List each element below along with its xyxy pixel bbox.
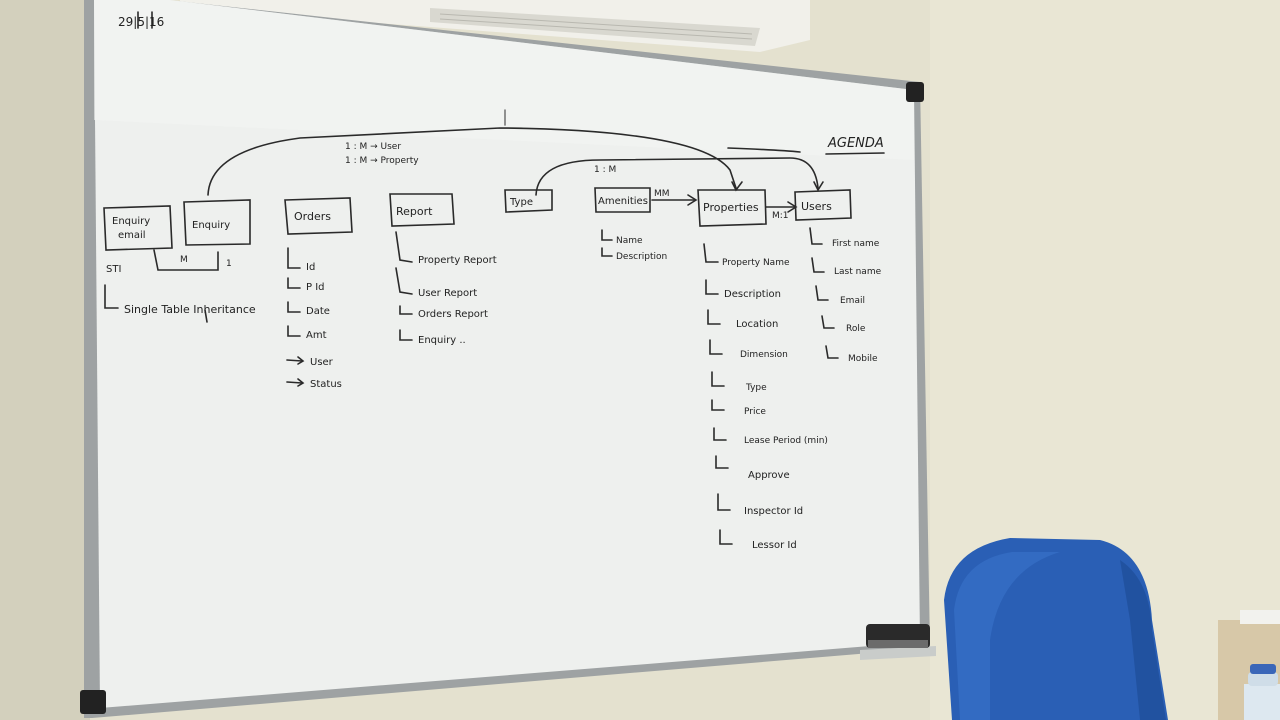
- marker-drawing: [103, 11, 885, 545]
- amenities-field: Name: [616, 236, 643, 246]
- property-field: Approve: [748, 470, 790, 481]
- report-items: Property Report User Report Orders Repor…: [418, 255, 497, 346]
- marker-tray: [860, 646, 936, 660]
- orders-field: Amt: [306, 330, 327, 341]
- user-field: Last name: [834, 267, 882, 277]
- user-fields: First name Last name Email Role Mobile: [832, 239, 882, 364]
- property-field: Description: [724, 289, 781, 300]
- box-properties: Properties: [703, 201, 759, 214]
- sti-one: 1: [226, 259, 232, 269]
- box-enquiry-email-line2: email: [118, 230, 146, 241]
- box-enquiry: Enquiry: [192, 220, 230, 231]
- office-chair: [944, 538, 1168, 720]
- relation-user: 1 : M → User: [345, 142, 401, 152]
- water-bottle: [1244, 664, 1280, 720]
- box-enquiry-email-line1: Enquiry: [112, 216, 150, 227]
- frame-corner-cap: [80, 690, 106, 714]
- property-field: Type: [745, 383, 767, 393]
- property-field: Dimension: [740, 350, 788, 360]
- relation-amenities-properties: MM: [654, 189, 670, 199]
- property-field: Price: [744, 407, 766, 417]
- box-report: Report: [396, 205, 433, 218]
- relation-property: 1 : M → Property: [345, 156, 419, 166]
- wall-left-shadow: [0, 0, 90, 720]
- sti-label: STI: [106, 264, 121, 275]
- orders-field: Date: [306, 306, 330, 317]
- amenities-field: Description: [616, 252, 667, 262]
- report-item: Enquiry ..: [418, 335, 466, 346]
- box-orders: Orders: [294, 210, 331, 223]
- user-field: First name: [832, 239, 880, 249]
- air-conditioner: [180, 0, 810, 52]
- handwritten-text: 29|5|16 AGENDA 1 : M → User 1 : M → Prop…: [106, 15, 884, 551]
- orders-field: Id: [306, 262, 315, 273]
- property-field: Location: [736, 319, 778, 330]
- box-users: Users: [801, 200, 832, 213]
- report-item: Property Report: [418, 255, 497, 266]
- sti-m: M: [180, 255, 188, 265]
- amenities-fields: Name Description: [616, 236, 667, 262]
- user-field: Role: [846, 324, 866, 334]
- property-field: Lessor Id: [752, 540, 797, 551]
- orders-field: P Id: [306, 282, 325, 293]
- orders-field: Status: [310, 379, 342, 390]
- box-amenities: Amenities: [598, 196, 648, 207]
- sti-meaning: Single Table Inheritance: [124, 303, 256, 316]
- frame-corner-cap: [906, 82, 924, 102]
- report-item: Orders Report: [418, 309, 488, 320]
- property-field: Property Name: [722, 258, 790, 268]
- agenda-heading: AGENDA: [827, 136, 884, 151]
- whiteboard-surface: [94, 0, 920, 708]
- orders-field: User: [310, 357, 334, 368]
- report-item: User Report: [418, 288, 477, 299]
- property-field: Lease Period (min): [744, 436, 828, 446]
- date-text: 29|5|16: [118, 15, 164, 29]
- user-field: Mobile: [848, 354, 878, 364]
- orders-fields: Id P Id Date Amt User Status: [306, 262, 342, 390]
- relation-type-properties: 1 : M: [594, 165, 616, 175]
- relation-properties-users: M:1: [772, 211, 789, 221]
- property-fields: Property Name Description Location Dimen…: [722, 258, 828, 551]
- property-field: Inspector Id: [744, 506, 803, 517]
- box-type: Type: [509, 197, 533, 208]
- user-field: Email: [840, 296, 865, 306]
